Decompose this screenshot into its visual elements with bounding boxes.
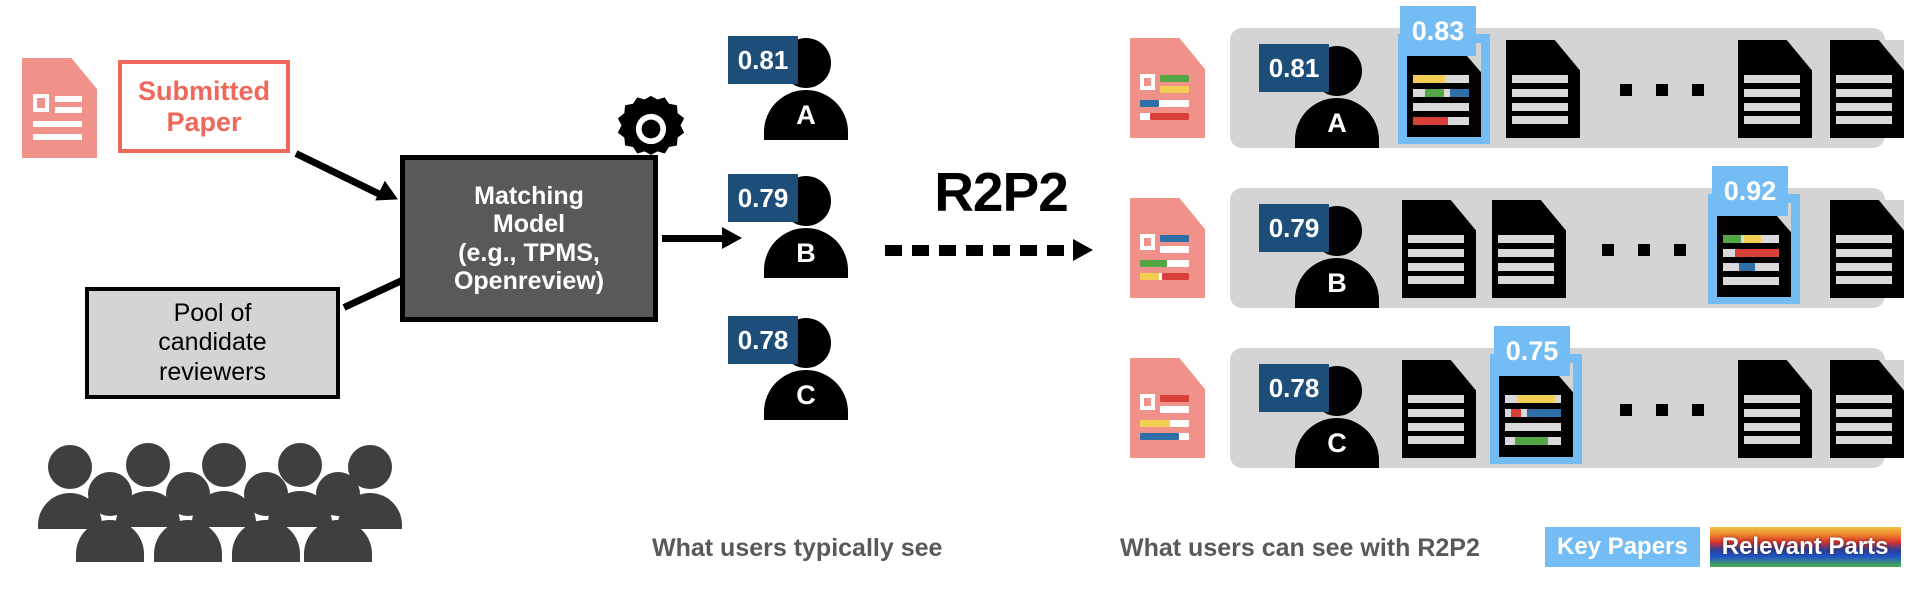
result-row-c[interactable]: 0.78 C 0.75 bbox=[1130, 326, 1910, 468]
document-a-2[interactable] bbox=[1506, 40, 1580, 138]
row-paper-a bbox=[1130, 38, 1205, 138]
legend-key-papers: Key Papers bbox=[1545, 527, 1700, 567]
matching-model-label: Matching Model (e.g., TPMS, Openreview) bbox=[453, 181, 605, 296]
key-paper-frame-c[interactable] bbox=[1490, 354, 1582, 464]
submitted-paper-icon bbox=[22, 58, 97, 158]
arrow-model-to-reviewers bbox=[662, 227, 762, 250]
candidate-pool-box: Pool of candidate reviewers bbox=[85, 287, 340, 399]
document-b-1[interactable] bbox=[1402, 200, 1476, 298]
result-row-b[interactable]: 0.79 B 0.92 bbox=[1130, 166, 1910, 308]
key-document-a[interactable] bbox=[1407, 43, 1481, 137]
candidate-pool-label: Pool of candidate reviewers bbox=[158, 298, 267, 386]
result-row-a[interactable]: 0.81 A 0.83 bbox=[1130, 6, 1910, 148]
document-a-4[interactable] bbox=[1830, 40, 1904, 138]
row-letter-c: C bbox=[1327, 428, 1347, 458]
caption-r2p2-view: What users can see with R2P2 bbox=[1120, 534, 1480, 562]
document-b-2[interactable] bbox=[1492, 200, 1566, 298]
row-letter-b: B bbox=[1327, 268, 1347, 298]
document-a-3[interactable] bbox=[1738, 40, 1812, 138]
submitted-paper-label: Submitted Paper bbox=[138, 76, 270, 137]
score-badge-b: 0.79 bbox=[728, 174, 798, 222]
r2p2-dashed-arrow-icon bbox=[885, 239, 1115, 261]
document-c-1[interactable] bbox=[1402, 360, 1476, 458]
reviewer-avatar-c: C bbox=[764, 318, 848, 420]
score-badge-a: 0.81 bbox=[728, 36, 798, 84]
submitted-paper-label-box: Submitted Paper bbox=[118, 60, 290, 153]
ellipsis-c bbox=[1620, 404, 1704, 416]
reviewer-chip-c[interactable]: 0.78 C bbox=[728, 310, 860, 420]
document-c-4[interactable] bbox=[1830, 360, 1904, 458]
key-paper-badge-c: 0.75 bbox=[1494, 326, 1570, 376]
gear-icon bbox=[615, 93, 687, 165]
ellipsis-a bbox=[1620, 84, 1704, 96]
matching-model-box: Matching Model (e.g., TPMS, Openreview) bbox=[400, 155, 658, 322]
reviewer-avatar-b: B bbox=[764, 176, 848, 278]
arrow-paper-to-model bbox=[294, 140, 416, 210]
reviewer-chip-a[interactable]: 0.81 A bbox=[728, 30, 860, 140]
reviewer-letter-b: B bbox=[796, 238, 816, 268]
caption-typical-view: What users typically see bbox=[652, 534, 943, 562]
score-badge-c: 0.78 bbox=[728, 316, 798, 364]
reviewer-letter-a: A bbox=[796, 100, 816, 130]
row-paper-b bbox=[1130, 198, 1205, 298]
reviewer-chip-b[interactable]: 0.79 B bbox=[728, 168, 860, 278]
row-score-badge-b: 0.79 bbox=[1259, 204, 1329, 252]
row-score-badge-a: 0.81 bbox=[1259, 44, 1329, 92]
legend-relevant-parts: Relevant Parts bbox=[1709, 527, 1901, 567]
r2p2-label: R2P2 bbox=[934, 161, 1069, 223]
document-b-3[interactable] bbox=[1830, 200, 1904, 298]
row-letter-a: A bbox=[1327, 108, 1347, 138]
document-c-3[interactable] bbox=[1738, 360, 1812, 458]
ellipsis-b bbox=[1602, 244, 1686, 256]
key-paper-badge-b: 0.92 bbox=[1712, 166, 1788, 216]
row-paper-c bbox=[1130, 358, 1205, 458]
legend: Key Papers Relevant Parts bbox=[1545, 527, 1901, 567]
reviewer-letter-c: C bbox=[796, 380, 816, 410]
key-paper-badge-a: 0.83 bbox=[1400, 6, 1476, 56]
key-document-c[interactable] bbox=[1499, 363, 1573, 457]
reviewer-crowd-icon bbox=[20, 440, 420, 580]
key-document-b[interactable] bbox=[1717, 203, 1791, 297]
row-score-badge-c: 0.78 bbox=[1259, 364, 1329, 412]
